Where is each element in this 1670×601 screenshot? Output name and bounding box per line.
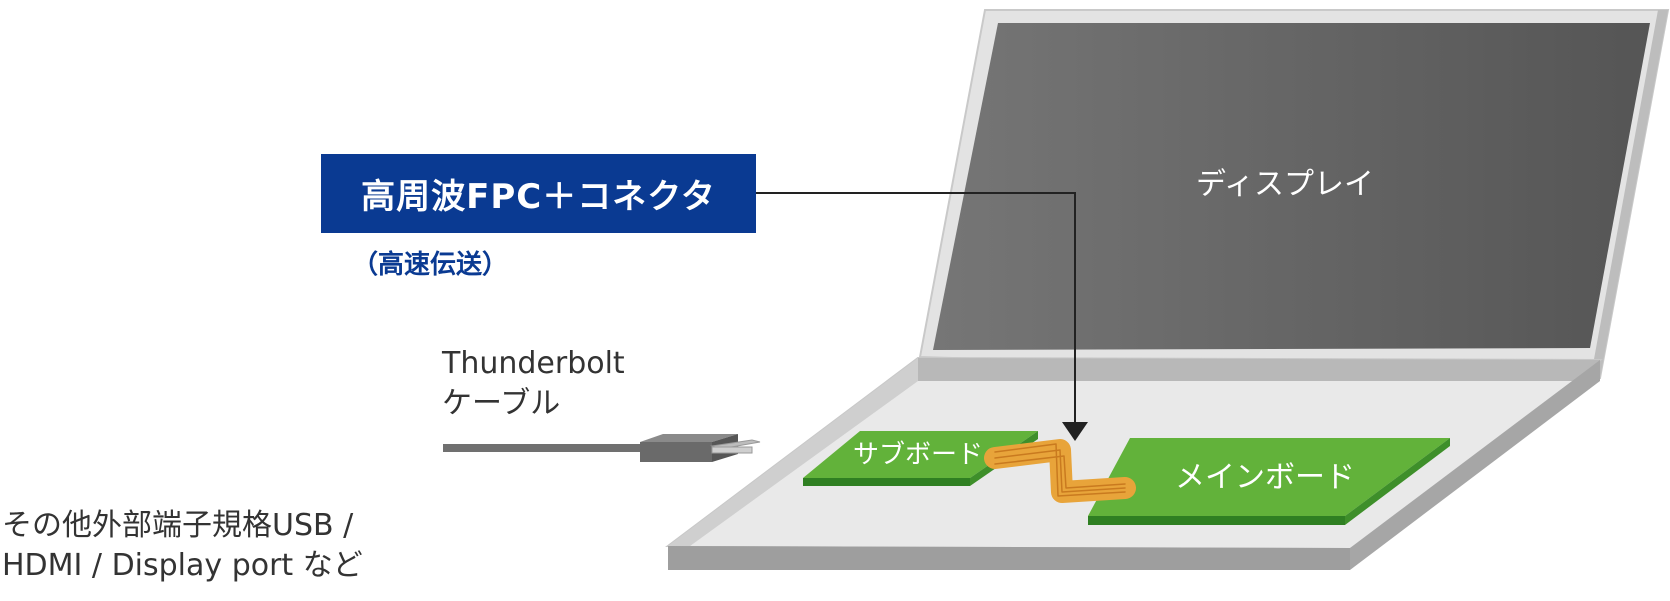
cable-label-line1: Thunderbolt: [442, 346, 625, 381]
other-ports-label: その他外部端子規格USB / HDMI / Display port など: [2, 506, 363, 586]
cable-label-line2: ケーブル: [442, 386, 561, 421]
cable-label: Thunderbolt ケーブル: [442, 344, 625, 424]
other-ports-line2: HDMI / Display port など: [2, 548, 363, 583]
callout-title: 高周波FPC＋コネクタ: [361, 177, 716, 217]
main-board-label: メインボード: [1175, 460, 1355, 495]
sub-board-label: サブボード: [853, 440, 983, 470]
fpc-flex-cable: [984, 439, 1136, 503]
thunderbolt-cable: [443, 434, 761, 462]
callout-subtitle: （高速伝送）: [352, 250, 509, 280]
display-screen: [933, 23, 1650, 350]
fpc-connector-callout: 高周波FPC＋コネクタ: [321, 154, 756, 233]
other-ports-line1: その他外部端子規格USB /: [2, 508, 354, 543]
main-board: [1088, 438, 1450, 525]
callout-arrow: [756, 192, 1088, 441]
display-label: ディスプレイ: [1196, 167, 1374, 202]
laptop-lid: [918, 9, 1670, 380]
